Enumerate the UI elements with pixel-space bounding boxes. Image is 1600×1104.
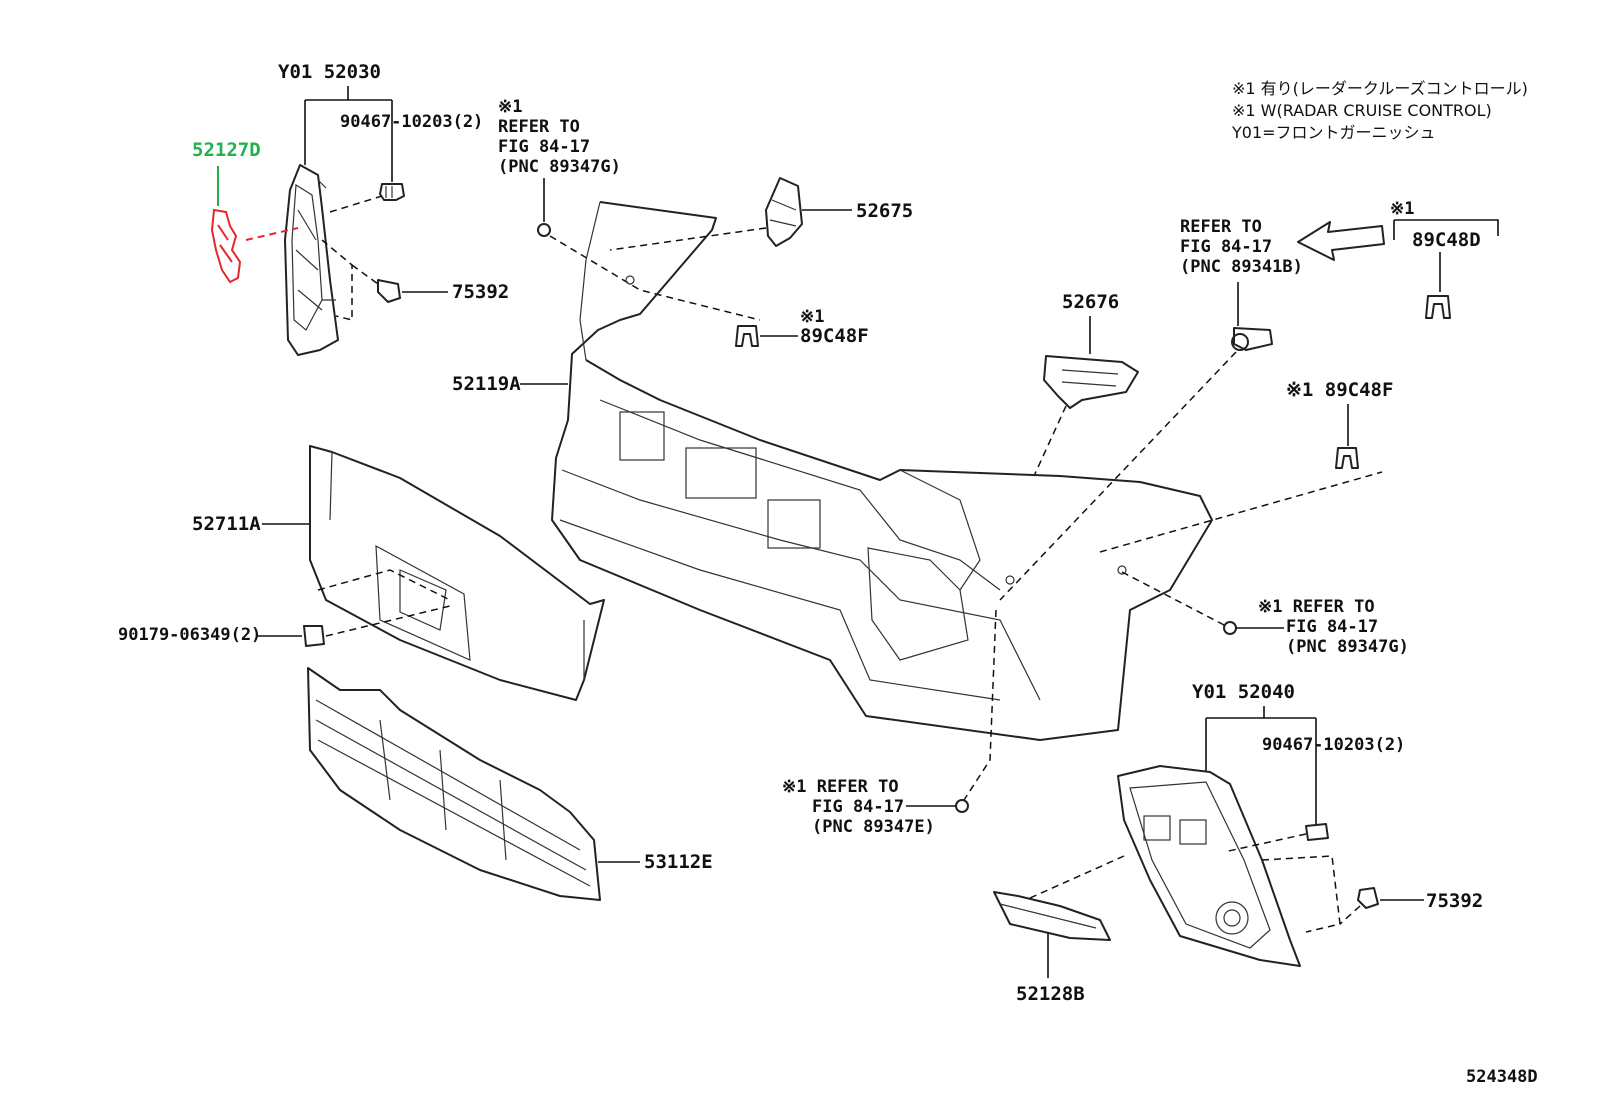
label-90467-top[interactable]: 90467-10203(2) [340,112,483,132]
bumper-cover-52119a [551,201,1213,741]
label-90179[interactable]: 90179-06349(2) [118,625,261,645]
bracket-52676 [1043,355,1139,409]
nut-89347g-right [1223,621,1237,635]
ref-b-line2[interactable]: FIG 84-17 [1180,237,1272,257]
clip-90467-top [379,183,405,201]
label-75392-top[interactable]: 75392 [452,281,509,303]
star-89c48d: ※1 [1390,199,1414,219]
ref-a-line3[interactable]: (PNC 89347G) [498,157,621,177]
ref-d-line1[interactable]: ※1 REFER TO [782,777,899,797]
clip-90467-bot [1305,823,1329,841]
insert-52128b [993,891,1111,941]
label-52711a[interactable]: 52711A [192,513,261,535]
figure-id: 524348D [1466,1067,1538,1087]
clip-75392-bot [1357,887,1379,909]
clip-89c48f-b [1335,447,1359,469]
label-75392-bot[interactable]: 75392 [1426,890,1483,912]
label-52128b[interactable]: 52128B [1016,983,1085,1005]
highlighted-part-52127d[interactable] [210,208,242,284]
ref-b-line1[interactable]: REFER TO [1180,217,1262,237]
label-89c48f-b[interactable]: ※1 89C48F [1286,379,1393,401]
ref-c-line3[interactable]: (PNC 89347G) [1286,637,1409,657]
panel-52711a [309,445,605,701]
grille-53112e [307,667,601,901]
ref-d-line2[interactable]: FIG 84-17 [812,797,904,817]
ref-a-star: ※1 [498,97,522,117]
star-89c48f-a: ※1 [800,307,824,327]
left-garnish-drawing [284,164,339,356]
clip-89c48f-a [735,325,759,347]
label-53112e[interactable]: 53112E [644,851,713,873]
note-line-3: Y01=フロントガーニッシュ [1231,123,1436,142]
clip-75392-top [377,279,401,303]
label-y01-52030[interactable]: Y01 52030 [278,61,381,83]
label-y01-52040[interactable]: Y01 52040 [1192,681,1295,703]
nut-89347g-top [537,223,551,237]
bracket-52675 [765,177,803,247]
label-90467-bot[interactable]: 90467-10203(2) [1262,735,1405,755]
clip-89c48d [1425,295,1451,319]
ref-a-line2[interactable]: FIG 84-17 [498,137,590,157]
label-89c48d[interactable]: 89C48D [1412,229,1481,251]
right-garnish-52040 [1117,765,1301,967]
ref-c-line2[interactable]: FIG 84-17 [1286,617,1378,637]
leader-y01-52030 [304,86,393,182]
ref-c-line1[interactable]: ※1 REFER TO [1258,597,1375,617]
note-line-1: ※1 有り(レーダークルーズコントロール) [1232,79,1528,98]
label-52119a[interactable]: 52119A [452,373,521,395]
label-52676[interactable]: 52676 [1062,291,1119,313]
label-52127d[interactable]: 52127D [192,139,261,161]
radar-sensor [1231,327,1273,351]
ref-d-line3[interactable]: (PNC 89347E) [812,817,935,837]
ref-a-line1[interactable]: REFER TO [498,117,580,137]
note-line-2: ※1 W(RADAR CRUISE CONTROL) [1232,101,1492,120]
label-52675[interactable]: 52675 [856,200,913,222]
arrow-left-icon [1297,221,1385,261]
label-89c48f-a[interactable]: 89C48F [800,325,869,347]
nut-90179 [303,625,325,647]
nut-89347e [955,799,969,813]
ref-b-line3[interactable]: (PNC 89341B) [1180,257,1303,277]
